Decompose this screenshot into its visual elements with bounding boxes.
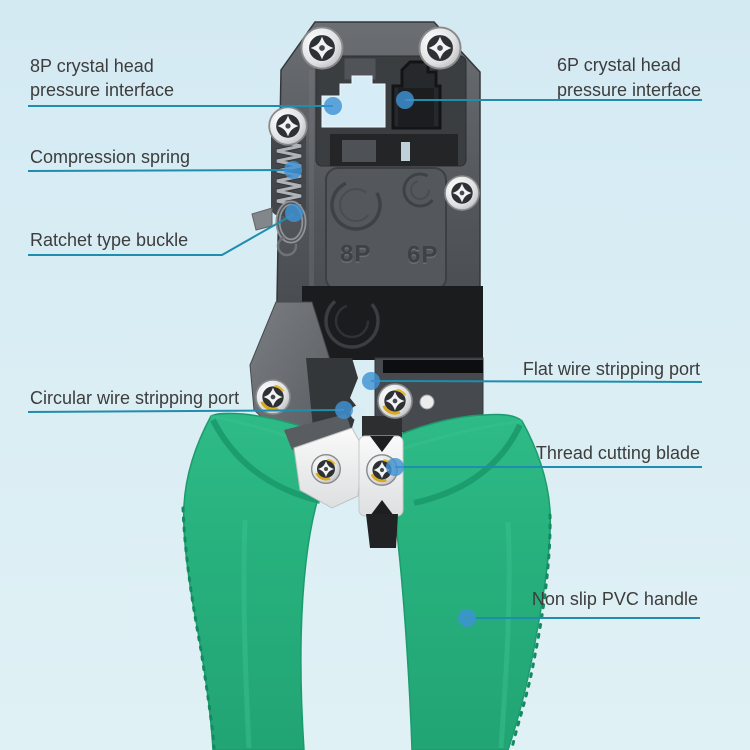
die-ring-6p [402, 172, 438, 208]
label-ratchet: Ratchet type buckle [30, 230, 188, 250]
socket-recess [315, 55, 467, 167]
right-handle-crease [413, 423, 523, 506]
screw-top-left [300, 26, 344, 70]
die-plate: 8P 8P 6P 6P [325, 167, 447, 291]
callout-8p-interface: 8P crystal head pressure interface [28, 56, 342, 115]
callout-ratchet-buckle: Ratchet type buckle [28, 204, 303, 256]
screw-left-blade [310, 453, 342, 485]
callout-cutting-blade: Thread cutting blade [386, 443, 702, 476]
screw-right-jaw [376, 382, 414, 420]
circular-stripping-notch [350, 405, 366, 421]
callout-flat-port: Flat wire stripping port [362, 359, 703, 390]
marking-8p-emboss: 8P [340, 242, 371, 269]
callout-circular-port: Circular wire stripping port [27, 388, 353, 419]
callout-dot [284, 161, 302, 179]
callout-dot [324, 97, 342, 115]
label-handle: Non slip PVC handle [532, 589, 698, 609]
callout-dot [285, 204, 303, 222]
marking-6p: 6P [407, 242, 438, 269]
callout-dot [458, 609, 476, 627]
pin-hole [419, 394, 435, 410]
label-8p-line1: 8P crystal head [30, 56, 154, 76]
marking-8p: 8P [340, 241, 371, 268]
right-handle-serration [510, 513, 552, 750]
label-flat-port: Flat wire stripping port [523, 359, 700, 379]
8p-socket-opening [321, 75, 386, 128]
label-6p-line1: 6P crystal head [557, 55, 681, 75]
callout-line [28, 213, 295, 256]
callout-pvc-handle: Non slip PVC handle [458, 589, 700, 627]
callout-dot [396, 91, 414, 109]
callout-line [370, 380, 703, 383]
callout-6p-interface: 6P crystal head pressure interface [396, 55, 702, 109]
callout-dot [335, 401, 353, 419]
marking-6p-emboss: 6P [407, 243, 438, 270]
label-8p-line2: pressure interface [30, 80, 174, 100]
callout-dot [386, 458, 404, 476]
callout-line [27, 169, 294, 172]
left-handle-crease [210, 418, 321, 504]
callout-dot [362, 372, 380, 390]
screw-left-jaw [254, 378, 292, 416]
callout-line [27, 409, 345, 413]
label-6p-line2: pressure interface [557, 80, 701, 100]
label-spring: Compression spring [30, 147, 190, 167]
crimping-tool: 8P 8P 6P 6P [181, 21, 552, 750]
left-handle-serration [181, 506, 216, 750]
screw-top-right [418, 26, 462, 70]
callout-compression-spring: Compression spring [27, 147, 302, 179]
right-handle [380, 413, 552, 750]
callouts: 8P crystal head pressure interface 6P cr… [27, 55, 703, 627]
left-handle [181, 412, 343, 750]
screw-left-mid [268, 106, 308, 146]
die-ring-8p [330, 179, 382, 231]
label-circular-port: Circular wire stripping port [30, 388, 239, 408]
head-seam-highlight [309, 70, 314, 290]
flat-stripping-slot [383, 360, 483, 373]
screw-right-mid [444, 175, 480, 211]
lower-black-plate [302, 286, 483, 360]
label-blade: Thread cutting blade [536, 443, 700, 463]
